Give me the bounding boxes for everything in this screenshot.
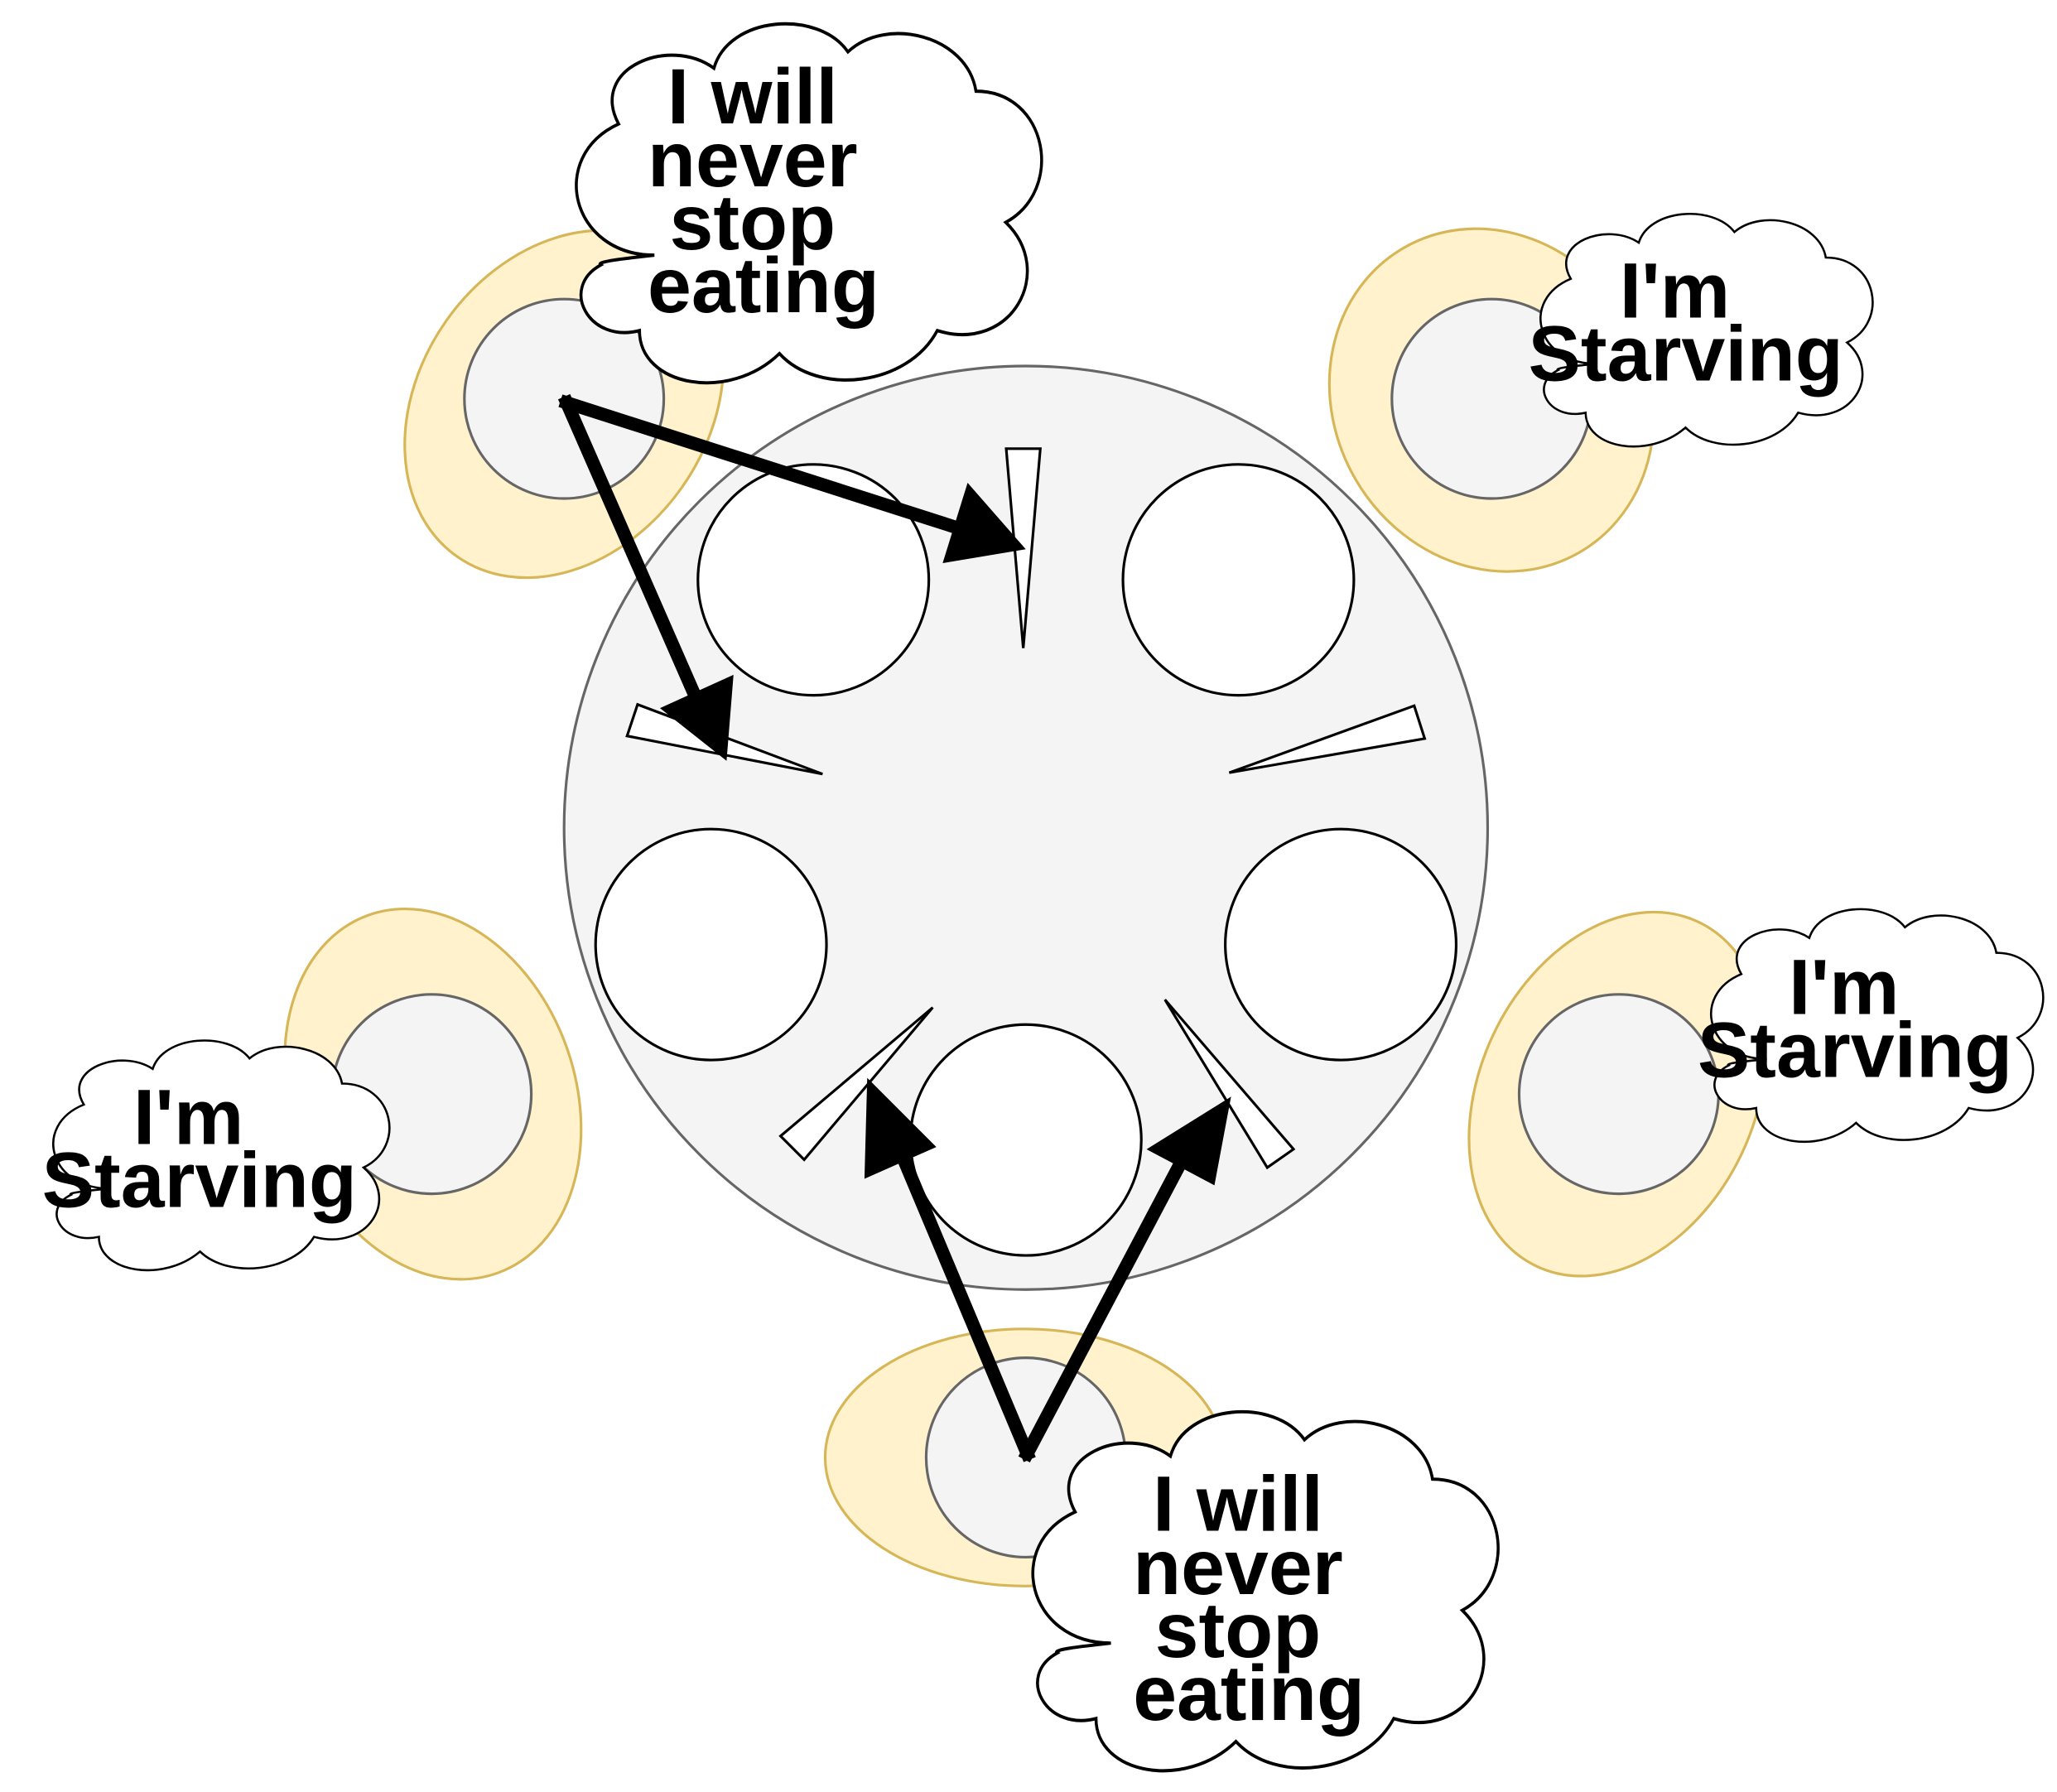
svg-text:I will never stop: I will never stop eating [1133, 1461, 1365, 1737]
bubble-left-line-1: I'm [133, 1073, 244, 1161]
plate-bottom [908, 1023, 1143, 1257]
bubble-bottom-line-3: stop [1155, 1587, 1322, 1674]
thought-bubble-left: I'm Starving [42, 1039, 391, 1272]
bubble-top-line-4: eating [648, 242, 879, 330]
plates [594, 463, 1458, 1257]
arrow-head-to-left-chopstick [659, 674, 734, 761]
arrow-head-to-bottom-left-chopstick [864, 1077, 937, 1179]
thought-bubble-right: I'm Starving [1698, 908, 2045, 1144]
arrow-head-to-bottom-right-chopstick [1146, 1096, 1231, 1186]
arrow-to-left-chopstick [557, 393, 710, 717]
plate-left [594, 827, 828, 1062]
bubble-right-line-1: I'm [1789, 944, 1900, 1032]
plate-top-right [1121, 463, 1356, 697]
bubble-bottom-line-1: I will [1153, 1461, 1323, 1549]
bubble-top-line-2: never [648, 116, 858, 204]
arrow-to-top-chopstick [558, 394, 973, 538]
bubble-upper-right-line-2: Starving [1529, 310, 1843, 397]
svg-text:I'm Starving: I'm Starving [1698, 944, 2012, 1095]
philosophers [330, 297, 1720, 1559]
bubble-top-line-3: stop [669, 179, 836, 267]
arrow-head-to-top-chopstick [942, 482, 1026, 564]
svg-text:I will never stop: I will never stop eating [648, 53, 879, 330]
thought-bubble-upper-right: I'm Starving [1529, 212, 1874, 448]
thought-bubble-top: I will never stop eating [574, 22, 1043, 385]
grab-arrows [557, 393, 1231, 1462]
svg-text:I'm Starving: I'm Starving [1529, 247, 1843, 397]
plate-top-left [696, 463, 931, 697]
philosopher-head-right [1517, 993, 1720, 1196]
chopstick-right [1228, 704, 1427, 774]
bubble-top-line-1: I will [667, 53, 838, 141]
svg-text:I'm Starving: I'm Starving [42, 1073, 357, 1224]
thought-bubble-bottom: I will never stop eating [1031, 1409, 1501, 1773]
bubble-right-line-2: Starving [1698, 1007, 2012, 1095]
chopstick-bottom-right [1163, 999, 1296, 1170]
bubble-upper-right-line-1: I'm [1620, 247, 1731, 335]
bubble-bottom-line-2: never [1133, 1524, 1343, 1611]
bubble-bottom-line-4: eating [1133, 1650, 1365, 1737]
bubble-left-line-2: Starving [42, 1136, 357, 1224]
plate-right [1224, 827, 1458, 1062]
arrow-to-bottom-left-chopstick [884, 1125, 1036, 1462]
arrow-to-bottom-right-chopstick [1018, 1141, 1197, 1462]
